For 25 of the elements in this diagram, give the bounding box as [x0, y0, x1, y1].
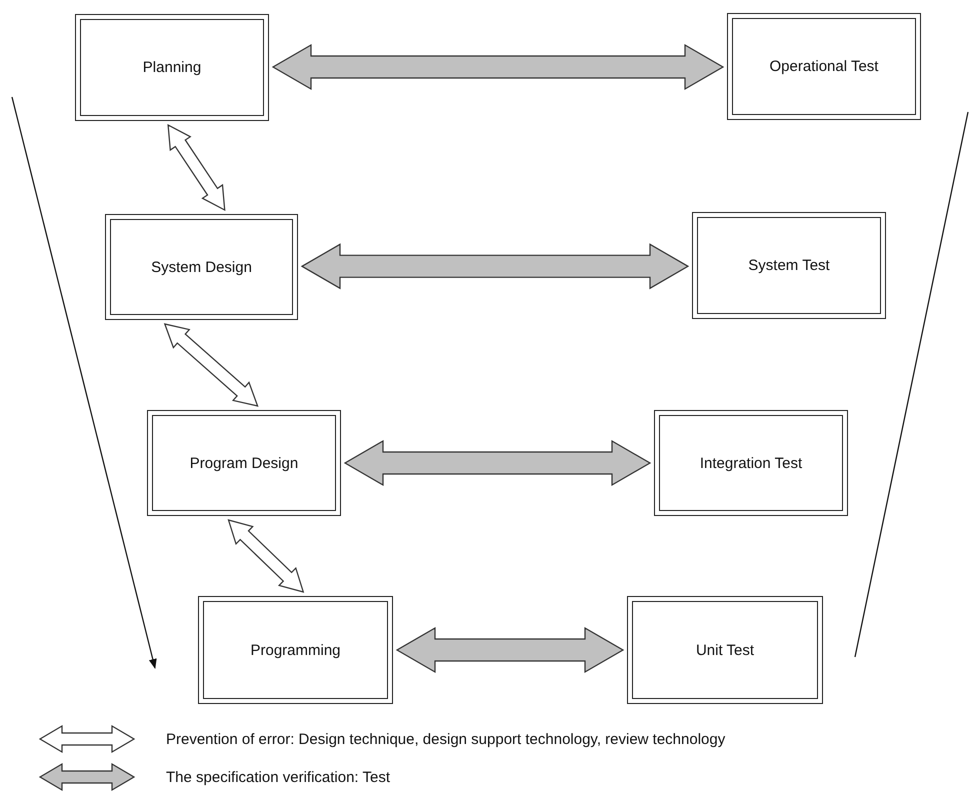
- box-label: Integration Test: [698, 454, 804, 472]
- box-label: Unit Test: [694, 642, 756, 658]
- box-label: Program Design: [188, 454, 300, 472]
- double-arrow: [228, 519, 304, 593]
- process-box: [654, 410, 848, 516]
- box-label: System Design: [150, 258, 253, 276]
- process-box: [727, 13, 921, 120]
- box-label: Planning: [142, 59, 202, 76]
- double-arrow: [164, 323, 259, 407]
- process-box: [692, 212, 886, 319]
- process-box: [147, 410, 341, 516]
- process-box: [627, 596, 823, 704]
- box-label: Operational Test: [768, 58, 880, 75]
- double-arrow: [167, 124, 226, 212]
- double-arrow: [396, 626, 624, 674]
- box-label: Programming: [249, 642, 342, 658]
- double-arrow: [272, 44, 724, 90]
- process-box: [75, 14, 269, 121]
- legend-text: Prevention of error: Design technique, design support technology, review technology: [166, 730, 726, 748]
- box-label: System Test: [747, 257, 831, 274]
- double-arrow: [300, 243, 690, 290]
- double-arrow: [344, 440, 652, 486]
- process-box: [105, 214, 298, 320]
- legend-text: The specification verification: Test: [166, 768, 390, 786]
- process-box: [198, 596, 393, 704]
